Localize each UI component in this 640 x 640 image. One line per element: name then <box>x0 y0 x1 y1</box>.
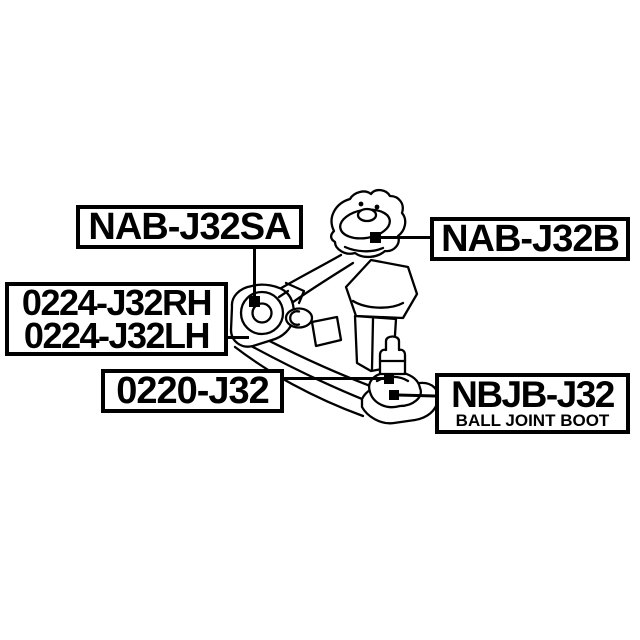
knuckle-bracket-detail <box>351 299 405 309</box>
upper-arm-edge <box>287 261 355 307</box>
part-description: BALL JOINT BOOT <box>455 410 610 430</box>
callout-marker-icon <box>249 296 260 307</box>
leader-nbjb <box>397 393 436 398</box>
callout-marker-icon <box>370 232 381 243</box>
part-number: NBJB-J32 <box>451 373 615 415</box>
rear-bushing-lip <box>343 245 385 253</box>
front-bushing-inner <box>251 302 273 324</box>
balljoint-stud <box>378 335 407 376</box>
part-number: NAB-J32B <box>441 218 620 260</box>
part-number: 0224-J32LH <box>23 315 211 356</box>
rear-bushing-core <box>356 207 378 223</box>
front-bushing-notch <box>277 289 290 299</box>
lower-beam-edge <box>240 339 369 403</box>
arm-slot-detail <box>289 310 301 326</box>
small-bracket <box>310 315 343 348</box>
part-number: NAB-J32SA <box>88 206 291 248</box>
part-label-0224-j32: 0224-J32RH 0224-J32LH <box>5 282 228 356</box>
rear-bushing-dot <box>358 201 364 207</box>
part-label-0220-j32: 0220-J32 <box>101 369 284 413</box>
bracket-lip <box>284 281 306 305</box>
rear-bushing-dot <box>374 204 380 210</box>
part-number: 0220-J32 <box>116 370 270 412</box>
bracket-column-detail <box>370 317 375 371</box>
lower-beam-edge <box>233 345 365 418</box>
part-label-nbjb-j32: NBJB-J32 BALL JOINT BOOT <box>435 373 630 434</box>
callout-marker-icon <box>389 390 399 400</box>
part-number: 0224-J32RH <box>21 282 213 323</box>
part-label-nab-j32b: NAB-J32B <box>430 217 630 261</box>
callout-marker-icon <box>384 374 394 384</box>
knuckle-bracket <box>344 258 419 320</box>
part-label-nab-j32sa: NAB-J32SA <box>76 205 303 249</box>
